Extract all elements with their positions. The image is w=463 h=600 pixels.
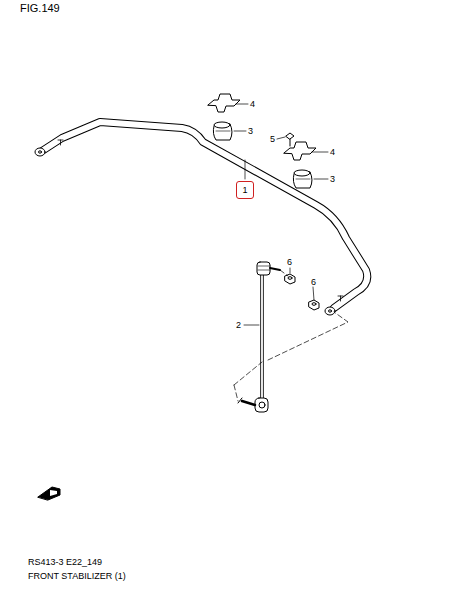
figure-code: RS413-3 E22_149 (28, 557, 102, 567)
figure-number: FIG.149 (20, 3, 60, 13)
callout-number: 5 (270, 134, 275, 144)
figure-caption: FRONT STABILIZER (1) (28, 571, 126, 581)
callout-number: 4 (330, 147, 335, 157)
callout-number: 4 (250, 99, 255, 109)
stabilizer-bar-inner (42, 122, 367, 308)
assembly-line (280, 270, 288, 276)
leader-line (290, 268, 291, 273)
assembly-line (234, 385, 238, 401)
assembly-line (268, 312, 348, 360)
bracket (208, 94, 240, 112)
callout-number: 3 (330, 174, 335, 184)
leader-line (277, 137, 285, 139)
bar-mark (338, 296, 343, 301)
leader-line (312, 152, 328, 153)
bar-end-eye (325, 307, 335, 315)
bracket (284, 142, 316, 160)
callout-number: 3 (248, 126, 253, 136)
bar-end-hole (329, 310, 332, 312)
leader-line (236, 104, 248, 105)
assembly-line (234, 362, 262, 385)
leader-line (245, 160, 246, 179)
bolt (286, 133, 294, 146)
bar-end-hole (39, 151, 42, 153)
highlighted-callout: 1 (236, 181, 254, 199)
callout-number: 2 (236, 320, 241, 330)
callout-number: 1 (242, 185, 247, 195)
stabilizer-bar (42, 122, 367, 308)
nut (285, 274, 295, 284)
leader-line (244, 325, 259, 326)
callout-number: 6 (287, 257, 292, 267)
leader-line (234, 131, 246, 132)
front-arrow-icon (38, 487, 60, 500)
bar-end-eye (35, 148, 45, 156)
bushing (293, 170, 312, 188)
nut (309, 300, 319, 310)
bar-mark (58, 140, 63, 145)
bushing (213, 122, 232, 140)
callout-number: 6 (311, 277, 316, 287)
leader-line (313, 287, 314, 300)
stabilizer-link (238, 262, 280, 412)
leader-line (314, 179, 328, 180)
